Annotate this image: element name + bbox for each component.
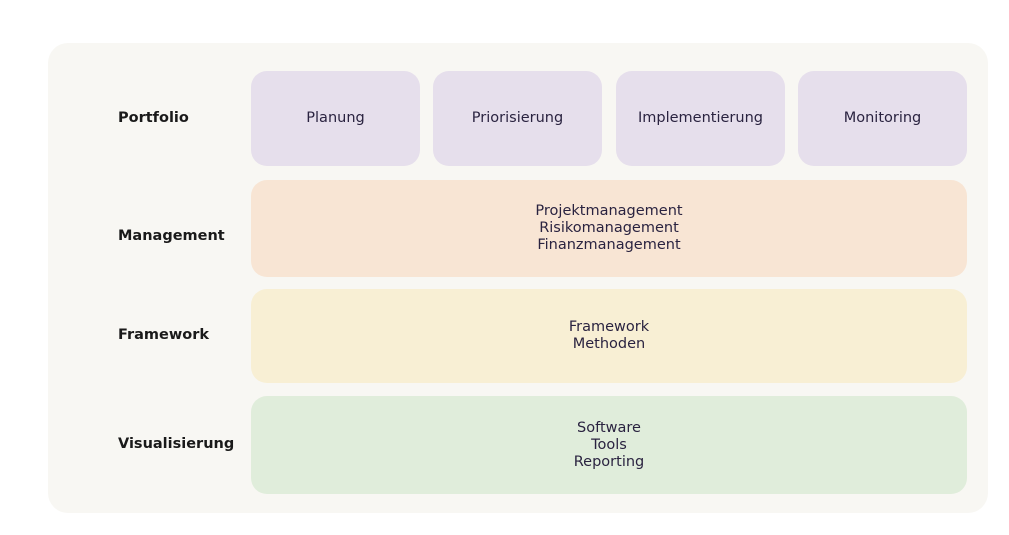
- framework-box: Framework Methoden: [251, 289, 967, 383]
- portfolio-item-label: Implementierung: [638, 110, 763, 126]
- framework-line: Methoden: [572, 336, 646, 352]
- portfolio-box-priorisierung: Priorisierung: [433, 71, 602, 166]
- management-box: Projektmanagement Risikomanagement Finan…: [251, 180, 967, 277]
- management-line: Projektmanagement: [535, 203, 683, 219]
- portfolio-box-implementierung: Implementierung: [616, 71, 785, 166]
- visualisierung-box: Software Tools Reporting: [251, 396, 967, 494]
- management-line: Finanzmanagement: [537, 237, 681, 253]
- row-label-framework: Framework: [118, 327, 210, 343]
- portfolio-item-label: Priorisierung: [471, 110, 564, 126]
- management-line: Risikomanagement: [539, 220, 679, 236]
- portfolio-item-label: Planung: [306, 110, 365, 126]
- row-label-visualisierung: Visualisierung: [118, 436, 235, 452]
- row-label-portfolio: Portfolio: [118, 110, 189, 126]
- row-label-management: Management: [118, 228, 225, 244]
- framework-line: Framework: [568, 319, 650, 335]
- visualisierung-line: Tools: [591, 436, 627, 453]
- portfolio-box-monitoring: Monitoring: [798, 71, 967, 166]
- visualisierung-line: Reporting: [573, 453, 645, 470]
- portfolio-item-label: Monitoring: [843, 110, 922, 126]
- portfolio-box-planung: Planung: [251, 71, 420, 166]
- visualisierung-line: Software: [577, 419, 641, 436]
